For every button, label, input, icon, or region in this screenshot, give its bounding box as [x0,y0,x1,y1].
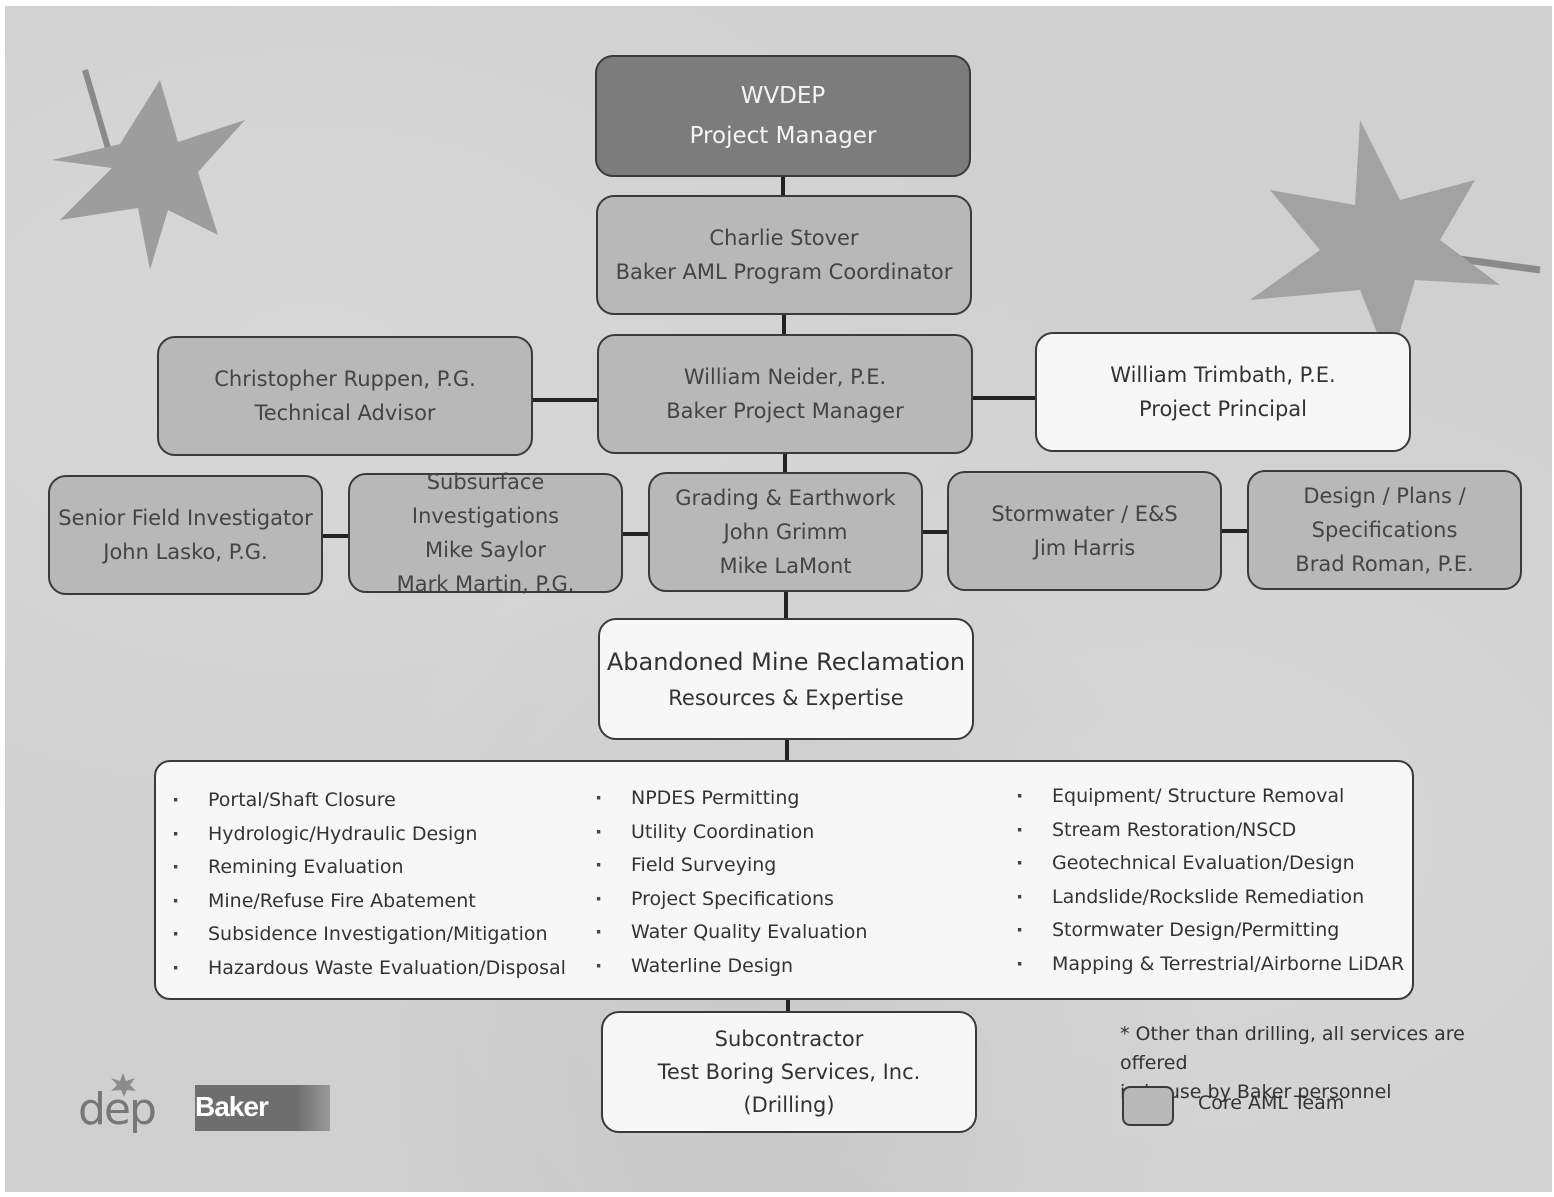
person-role: Baker Project Manager [666,399,904,423]
connector-line [785,738,789,762]
maple-leaf-icon [52,69,245,270]
wvdep-project-manager-box: WVDEP Project Manager [595,55,971,177]
dep-logo: dep [78,1072,170,1142]
baker-logo: Baker [195,1085,330,1131]
team-line: Mark Martin, P.G. [396,572,575,596]
team-line: Specifications [1311,518,1458,542]
connector-line [921,530,949,534]
subcontractor-title: Subcontractor [714,1026,864,1051]
box-role: Project Manager [689,123,877,149]
team-line: Jim Harris [1033,536,1136,560]
team-line: Mike LaMont [719,554,852,578]
person-name: Christopher Ruppen, P.G. [214,367,476,391]
service-item: Landslide/Rockslide Remediation [1016,881,1404,915]
service-item: Utility Coordination [595,816,867,850]
baker-logo-text: Baker [195,1091,269,1122]
team-line: Brad Roman, P.E. [1295,552,1474,576]
service-item: Hydrologic/Hydraulic Design [172,818,566,852]
service-item: Equipment/ Structure Removal [1016,780,1404,814]
subcontractor-name: Test Boring Services, Inc. [657,1059,921,1084]
service-item: Project Specifications [595,883,867,917]
program-coordinator-box: Charlie Stover Baker AML Program Coordin… [596,195,972,315]
box-title: WVDEP [740,83,826,109]
person-role: Technical Advisor [254,401,436,425]
service-item: Hazardous Waste Evaluation/Disposal [172,952,566,986]
team-line: Mike Saylor [425,538,546,562]
service-item: Stream Restoration/NSCD [1016,814,1404,848]
connector-line [782,314,786,334]
team-line: Stormwater / E&S [991,502,1178,526]
person-name: William Trimbath, P.E. [1110,363,1336,387]
project-principal-box: William Trimbath, P.E. Project Principal [1035,332,1411,452]
connector-line [322,534,350,538]
service-item: Subsidence Investigation/Mitigation [172,918,566,952]
service-item: Mapping & Terrestrial/Airborne LiDAR [1016,948,1404,982]
person-name: William Neider, P.E. [683,365,887,389]
dep-logo-text: dep [78,1084,157,1135]
services-column-2: NPDES Permitting Utility Coordination Fi… [595,782,867,983]
legend-label: Core AML Team [1198,1092,1345,1114]
connector-line [784,592,788,620]
technical-advisor-box: Christopher Ruppen, P.G. Technical Advis… [157,336,533,456]
connector-line [781,176,785,196]
service-item: Remining Evaluation [172,851,566,885]
services-column-3: Equipment/ Structure Removal Stream Rest… [1016,780,1404,981]
connector-line [783,454,787,474]
team-line: John Lasko, P.G. [103,540,268,564]
subcontractor-box: Subcontractor Test Boring Services, Inc.… [601,1011,977,1133]
service-item: NPDES Permitting [595,782,867,816]
connector-line [532,398,598,402]
team-box-grading: Grading & Earthwork John Grimm Mike LaMo… [648,472,923,592]
aml-subtitle: Resources & Expertise [668,686,904,710]
aml-resources-box: Abandoned Mine Reclamation Resources & E… [598,618,974,740]
team-line: Design / Plans / [1303,484,1466,508]
connector-line [786,998,790,1012]
team-box-subsurface: Subsurface Investigations Mike Saylor Ma… [348,470,623,596]
services-column-1: Portal/Shaft Closure Hydrologic/Hydrauli… [172,784,566,985]
service-item: Geotechnical Evaluation/Design [1016,847,1404,881]
aml-title: Abandoned Mine Reclamation [606,648,966,676]
service-item: Water Quality Evaluation [595,916,867,950]
service-item: Waterline Design [595,950,867,984]
team-line: Senior Field Investigator [58,506,313,530]
team-line: Subsurface Investigations [411,470,560,528]
legend-swatch [1122,1086,1174,1126]
footnote-line: in-house by Baker personnel [1120,1081,1392,1103]
footnote-line: * Other than drilling, all services are … [1120,1023,1465,1074]
person-name: Charlie Stover [709,226,859,250]
team-box-design: Design / Plans / Specifications Brad Rom… [1247,470,1522,590]
person-role: Baker AML Program Coordinator [615,260,953,284]
person-role: Project Principal [1138,397,1307,421]
services-list-box: Portal/Shaft Closure Hydrologic/Hydrauli… [154,760,1414,1000]
service-item: Stormwater Design/Permitting [1016,914,1404,948]
subcontractor-service: (Drilling) [743,1092,835,1117]
connector-line [972,396,1036,400]
maple-leaf-icon [1250,120,1541,365]
service-item: Mine/Refuse Fire Abatement [172,885,566,919]
team-line: Grading & Earthwork [675,486,896,510]
leaf-icon [111,1073,136,1097]
baker-project-manager-box: William Neider, P.E. Baker Project Manag… [597,334,973,454]
team-box-stormwater: Stormwater / E&S Jim Harris [947,471,1222,591]
service-item: Field Surveying [595,849,867,883]
connector-line [622,532,650,536]
team-line: John Grimm [723,520,848,544]
service-item: Portal/Shaft Closure [172,784,566,818]
team-box-field-investigator: Senior Field Investigator John Lasko, P.… [48,475,323,595]
footnote: * Other than drilling, all services are … [1120,1020,1530,1107]
connector-line [1220,529,1248,533]
